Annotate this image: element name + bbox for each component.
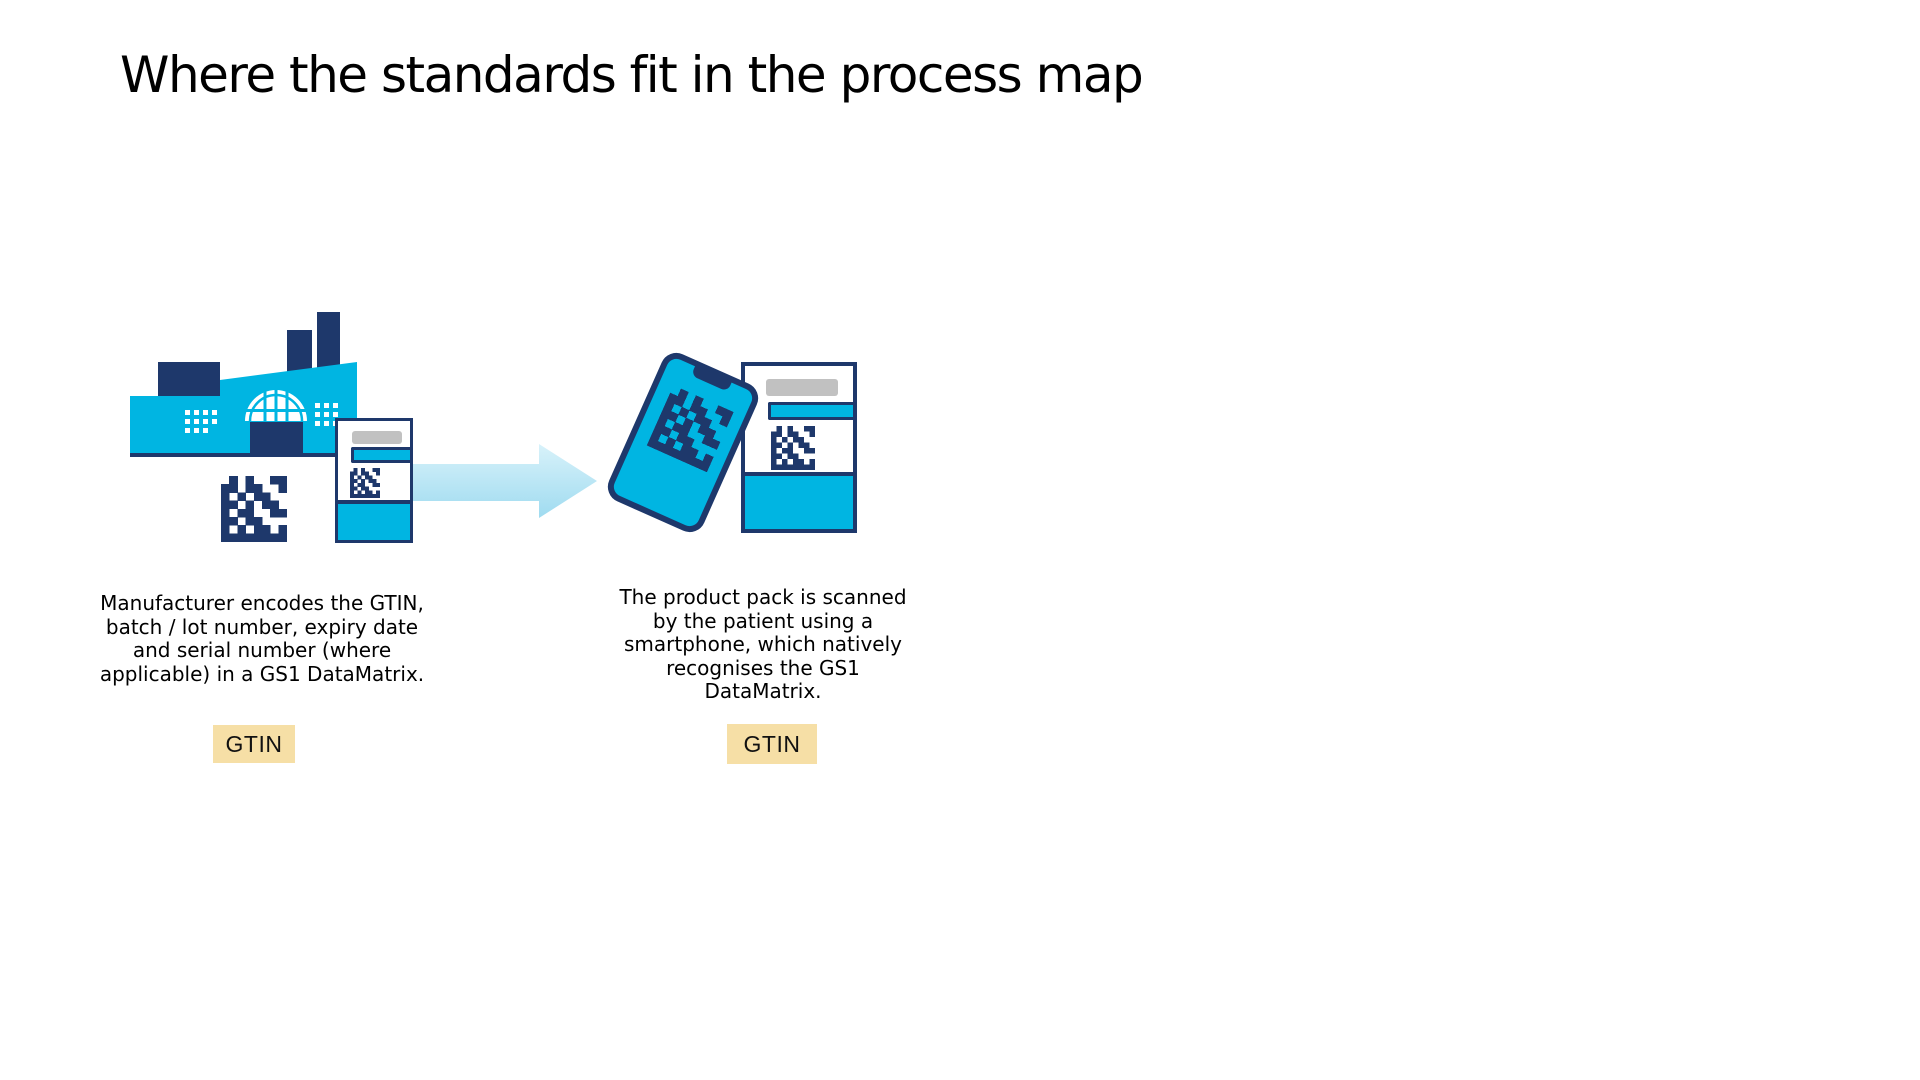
right-arrow-icon: [398, 444, 597, 518]
pack-label-bar: [766, 379, 838, 396]
factory-base-line: [130, 453, 357, 457]
step-2-caption: The product pack is scanned by the patie…: [619, 585, 907, 703]
pack-divider: [745, 472, 853, 476]
pack-bottom-band: [745, 476, 853, 529]
pack-label-bar: [352, 431, 402, 444]
smartphone-icon: [602, 347, 764, 538]
factory-window-dots-left: [185, 410, 217, 433]
pack-cyan-band: [351, 447, 410, 463]
product-pack-icon: [741, 362, 857, 533]
step-2-gtin-badge: GTIN: [727, 724, 817, 764]
pack-bottom-band: [338, 504, 410, 540]
step-1-gtin-badge: GTIN: [213, 725, 295, 763]
page-title: Where the standards fit in the process m…: [120, 46, 1144, 104]
gs1-datamatrix-icon: [221, 476, 287, 542]
gs1-datamatrix-icon: [350, 468, 380, 498]
factory-door: [250, 422, 303, 457]
product-pack-icon: [335, 418, 413, 543]
factory-icon: [130, 312, 357, 457]
step-1-caption: Manufacturer encodes the GTIN, batch / l…: [99, 591, 425, 686]
pack-cyan-band: [768, 402, 853, 420]
phone-notch: [690, 365, 732, 392]
gs1-datamatrix-icon: [647, 385, 734, 472]
factory-roof-block: [158, 362, 220, 397]
pack-divider: [338, 500, 410, 504]
gs1-datamatrix-icon: [771, 426, 815, 470]
